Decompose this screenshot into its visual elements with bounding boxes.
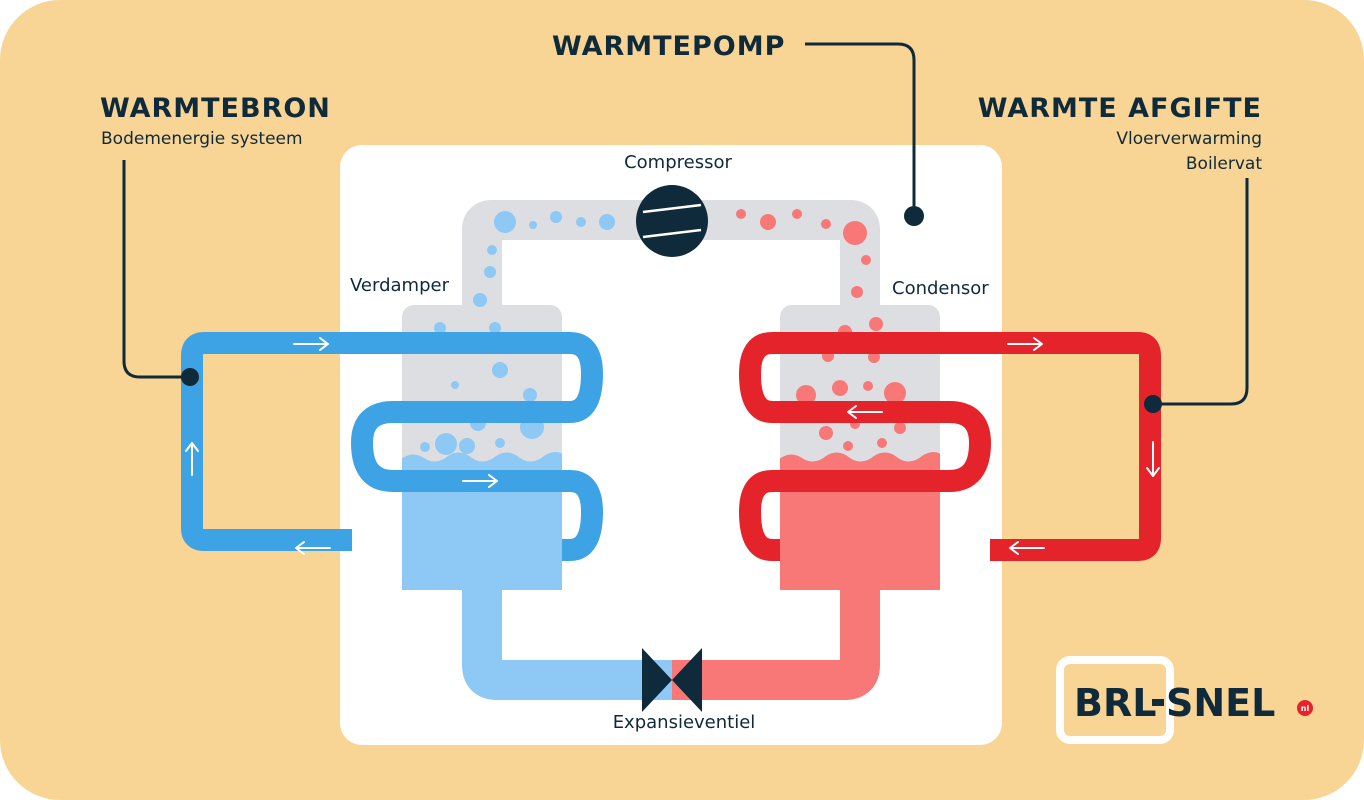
brl-snel-logo: BRL SNEL nl bbox=[1056, 656, 1313, 744]
source-loop-pipe bbox=[181, 332, 603, 561]
compressor-icon bbox=[636, 185, 708, 257]
heat-pump-panel bbox=[340, 145, 1002, 745]
expansion-valve-icon bbox=[642, 648, 702, 712]
condenser-lower bbox=[780, 530, 940, 590]
flow-arrows bbox=[185, 337, 1160, 555]
refrigerant-liquid-pipe-cold bbox=[462, 580, 672, 700]
logo-brl: BRL bbox=[1074, 681, 1156, 725]
evaporator-lower bbox=[402, 530, 562, 590]
afgifte-title: WARMTE AFGIFTE bbox=[978, 93, 1262, 124]
expansieventiel-label: Expansieventiel bbox=[613, 712, 756, 733]
compressor-label: Compressor bbox=[624, 152, 732, 173]
warmtepomp-dot bbox=[904, 206, 924, 226]
afgifte-sub-boiler: Boilervat bbox=[1186, 154, 1262, 174]
verdamper-label: Verdamper bbox=[350, 275, 450, 296]
afgifte-sub-vloer: Vloerverwarming bbox=[1116, 129, 1262, 149]
warmtepomp-title: WARMTEPOMP bbox=[552, 31, 785, 62]
leader-lines bbox=[122, 42, 1249, 406]
logo-nl: nl bbox=[1301, 704, 1310, 713]
logo-snel: SNEL bbox=[1166, 681, 1275, 725]
condensor-label: Condensor bbox=[892, 278, 989, 299]
delivery-loop-pipe bbox=[739, 332, 1161, 561]
warmtebron-title: WARMTEBRON bbox=[100, 93, 331, 124]
warmtebron-dot bbox=[181, 368, 199, 386]
warmtebron-subtitle: Bodemenergie systeem bbox=[101, 129, 303, 149]
afgifte-dot bbox=[1144, 395, 1162, 413]
refrigerant-liquid-pipe-warm bbox=[672, 580, 880, 700]
